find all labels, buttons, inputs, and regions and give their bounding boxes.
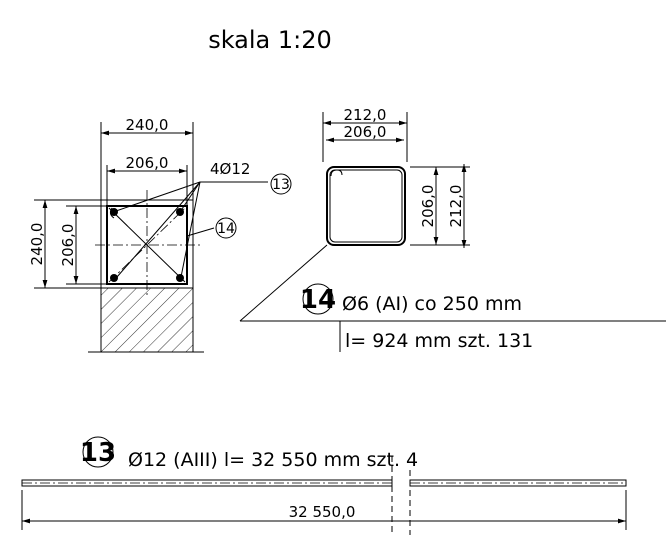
cross-section: 240,0 206,0 240,0 206,0 4Ø12 13 14 <box>28 116 292 353</box>
stirrup-dim-right-outer: 212,0 <box>447 185 465 228</box>
dim-left-inner: 206,0 <box>59 224 77 267</box>
marker-14 <box>302 283 334 315</box>
dim-top-inner: 206,0 <box>126 154 169 172</box>
stirrup-dim-top-outer: 212,0 <box>344 106 387 124</box>
spec-14-line1: Ø6 (AI) co 250 mm <box>342 293 522 315</box>
svg-text:13: 13 <box>80 438 116 468</box>
stirrup-dim-top-inner: 206,0 <box>344 123 387 141</box>
dim-top-outer: 240,0 <box>126 116 169 134</box>
marker-13-small <box>270 173 292 195</box>
stirrup-shape <box>326 166 406 246</box>
rebar-br <box>176 274 184 282</box>
dim-left-outer: 240,0 <box>28 223 46 266</box>
svg-text:14: 14 <box>217 221 235 237</box>
hatched-body <box>100 287 194 353</box>
stirrup-detail: 212,0 206,0 206,0 212,0 <box>239 106 470 322</box>
stirrup-dim-right-inner: 206,0 <box>419 185 437 228</box>
rebar-tl <box>110 208 118 216</box>
spec-13: 13 Ø12 (AIII) l= 32 550 mm szt. 4 32 550… <box>21 436 627 535</box>
bars-label: 4Ø12 <box>210 160 250 178</box>
bar-length-dim: 32 550,0 <box>289 503 356 521</box>
svg-text:13: 13 <box>272 177 290 193</box>
marker-14-small <box>215 217 237 239</box>
svg-text:14: 14 <box>300 285 336 315</box>
spec-13-line1: Ø12 (AIII) l= 32 550 mm szt. 4 <box>128 449 418 471</box>
scale-title: skala 1:20 <box>208 26 332 54</box>
rebar-bl <box>110 274 118 282</box>
spec-14-line2: l= 924 mm szt. 131 <box>345 330 533 352</box>
spec-14: 14 Ø6 (AI) co 250 mm l= 924 mm szt. 131 <box>240 283 666 352</box>
marker-13 <box>82 436 114 468</box>
